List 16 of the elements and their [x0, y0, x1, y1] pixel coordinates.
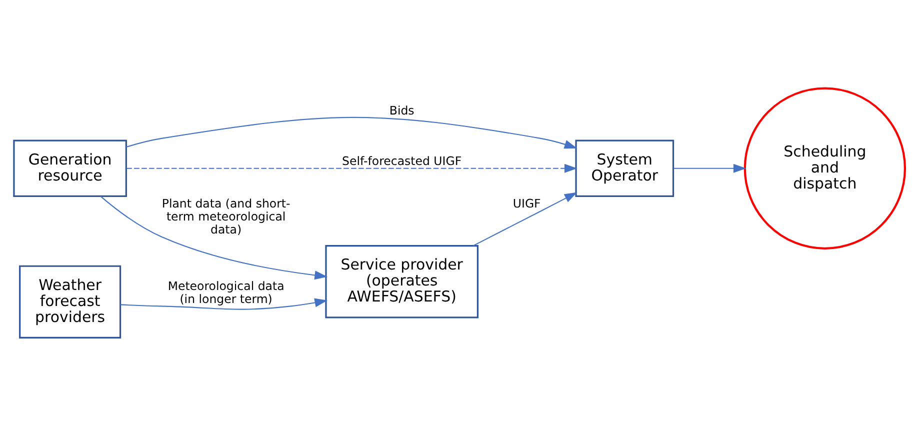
node-circle: Scheduling and dispatch — [744, 87, 906, 250]
arrow — [472, 192, 578, 246]
node-box: Generation resource — [13, 140, 127, 197]
edge-label: Plant data (and short-term meteorological data) — [162, 196, 290, 236]
arrow — [126, 164, 578, 173]
edge-label: UIGF — [512, 196, 541, 211]
arrow — [674, 164, 746, 173]
arrow — [126, 116, 578, 149]
edge-label: Meteorological data (in longer term) — [168, 278, 284, 306]
edge-label: Self-forecasted UIGF — [342, 154, 462, 168]
node-box: System Operator — [575, 140, 674, 197]
arrow — [120, 298, 328, 310]
edge-label: Bids — [389, 104, 414, 118]
node-box: Weather forecast providers — [19, 265, 122, 339]
node-box: Service provider (operates AWEFS/ASEFS) — [325, 245, 479, 318]
arrow — [100, 196, 328, 280]
